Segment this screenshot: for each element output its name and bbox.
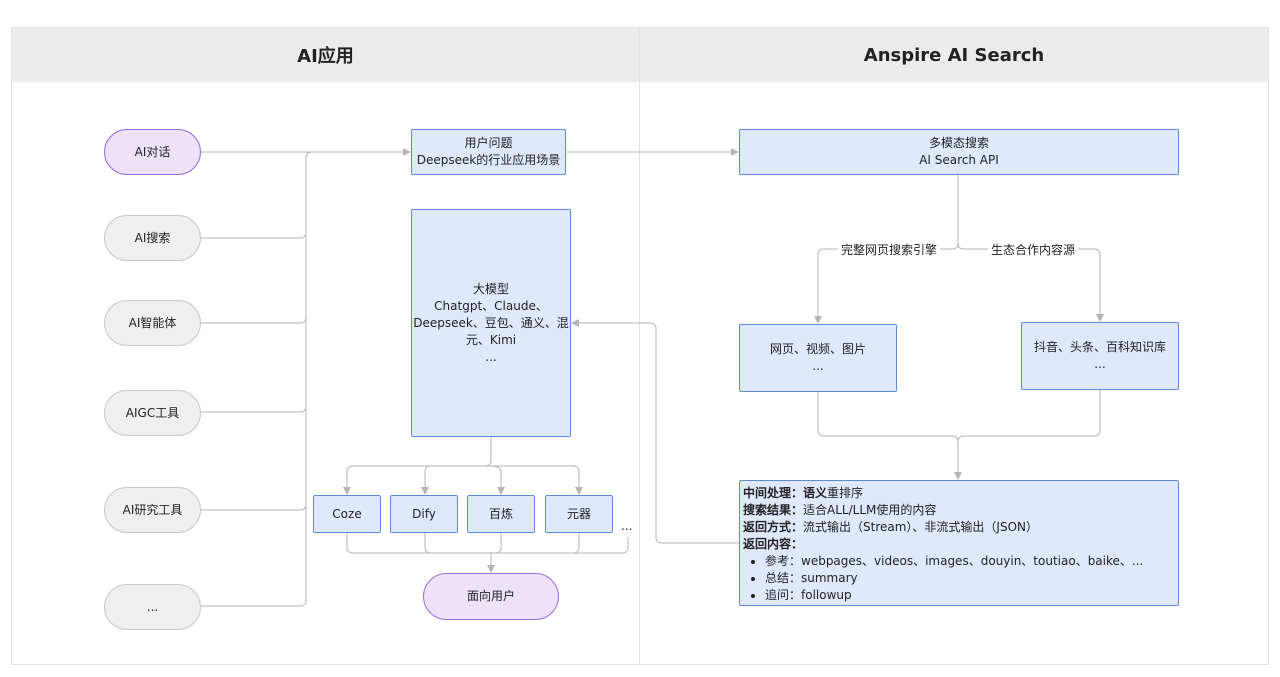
multimodal-search-box: 多模态搜索 AI Search API	[739, 129, 1179, 175]
web-content-more: ...	[812, 359, 824, 373]
pill-ai-search: AI搜索	[104, 215, 201, 261]
pill-ai-agent: AI智能体	[104, 300, 201, 346]
edge-label-eco-sources: 生态合作内容源	[988, 242, 1079, 258]
result-row-processing: 中间处理：语义重排序	[743, 485, 1175, 502]
pill-ai-chat: AI对话	[104, 129, 201, 175]
multimodal-api: AI Search API	[919, 153, 999, 167]
pill-aigc-tools: AIGC工具	[104, 390, 201, 436]
wire-pill-4	[200, 405, 307, 413]
user-question-title: 用户问题	[464, 136, 513, 150]
wire-llm-yuanqi	[485, 465, 583, 495]
list-item: 参考：webpages、videos、images、douyin、toutiao…	[765, 553, 1175, 570]
pill-more: ...	[104, 584, 201, 630]
wire-pill-5	[200, 503, 307, 511]
llm-title: 大模型	[472, 281, 509, 296]
search-results-label: 搜索结果：	[743, 503, 804, 517]
platform-yuanqi: 元器	[545, 495, 613, 533]
processing-text: 重排序	[827, 486, 864, 500]
return-mode-text: 流式输出（Stream）、非流式输出（JSON）	[803, 520, 1039, 534]
column-divider	[639, 28, 640, 664]
platform-dify: Dify	[390, 495, 458, 533]
wire-pill-2	[200, 231, 307, 239]
wire-bailian-merge	[494, 533, 502, 554]
eco-content-text: 抖音、头条、百科知识库	[1033, 340, 1166, 354]
wire-llm-bailian	[490, 465, 505, 495]
return-content-list: 参考：webpages、videos、images、douyin、toutiao…	[743, 553, 1175, 604]
llm-line-2: Chatgpt、Claude、	[434, 298, 548, 313]
search-results-text: 适合ALL/LLM使用的内容	[803, 503, 937, 517]
list-item: 追问：followup	[765, 587, 1175, 604]
wire-yuanqi-merge	[572, 533, 580, 554]
wire-dify-merge	[424, 533, 432, 554]
edge-label-web-engine: 完整网页搜索引擎	[838, 242, 941, 258]
header-ai-apps: AI应用	[12, 28, 639, 82]
wire-result-to-llm	[571, 319, 739, 544]
wire-merge-left	[817, 392, 962, 480]
wire-platforms-merge	[346, 533, 629, 554]
result-row-search-results: 搜索结果：适合ALL/LLM使用的内容	[743, 502, 1175, 519]
result-row-return-content: 返回内容：	[743, 536, 1175, 553]
llm-box: 大模型 Chatgpt、Claude、 Deepseek、豆包、通义、混 元、K…	[411, 209, 571, 437]
llm-line-5: ...	[485, 349, 497, 364]
wire-llm-down	[343, 436, 492, 495]
wire-search-split-right	[957, 242, 1104, 322]
web-content-box: 网页、视频、图片 ...	[739, 324, 897, 392]
wire-pill-6	[200, 599, 307, 607]
user-question-box: 用户问题 Deepseek的行业应用场景	[411, 129, 566, 175]
platform-coze: Coze	[313, 495, 381, 533]
result-box: 中间处理：语义重排序 搜索结果：适合ALL/LLM使用的内容 返回方式：流式输出…	[739, 480, 1179, 606]
result-row-return-mode: 返回方式：流式输出（Stream）、非流式输出（JSON）	[743, 519, 1175, 536]
llm-line-3: Deepseek、豆包、通义、混	[413, 315, 569, 330]
wire-merge-right	[957, 390, 1101, 443]
end-user-pill: 面向用户	[423, 573, 559, 620]
eco-content-box: 抖音、头条、百科知识库 ...	[1021, 322, 1179, 390]
multimodal-title: 多模态搜索	[928, 136, 989, 150]
llm-line-4: 元、Kimi	[465, 332, 517, 347]
diagram-frame	[11, 27, 1269, 665]
web-content-text: 网页、视频、图片	[769, 342, 866, 356]
wire-llm-dify	[421, 465, 432, 495]
platforms-more: ...	[621, 519, 633, 533]
wire-bus	[305, 151, 313, 600]
return-mode-label: 返回方式：	[743, 520, 804, 534]
processing-label: 中间处理：	[743, 486, 804, 500]
wire-pill-3	[200, 316, 307, 324]
header-anspire: Anspire AI Search	[640, 28, 1268, 82]
pill-ai-research-tools: AI研究工具	[104, 487, 201, 533]
processing-bold: 语义	[803, 486, 828, 500]
list-item: 总结：summary	[765, 570, 1175, 587]
return-content-label: 返回内容：	[743, 537, 804, 551]
eco-content-more: ...	[1094, 357, 1106, 371]
user-question-text: Deepseek的行业应用场景	[416, 153, 561, 167]
platform-bailian: 百炼	[467, 495, 535, 533]
